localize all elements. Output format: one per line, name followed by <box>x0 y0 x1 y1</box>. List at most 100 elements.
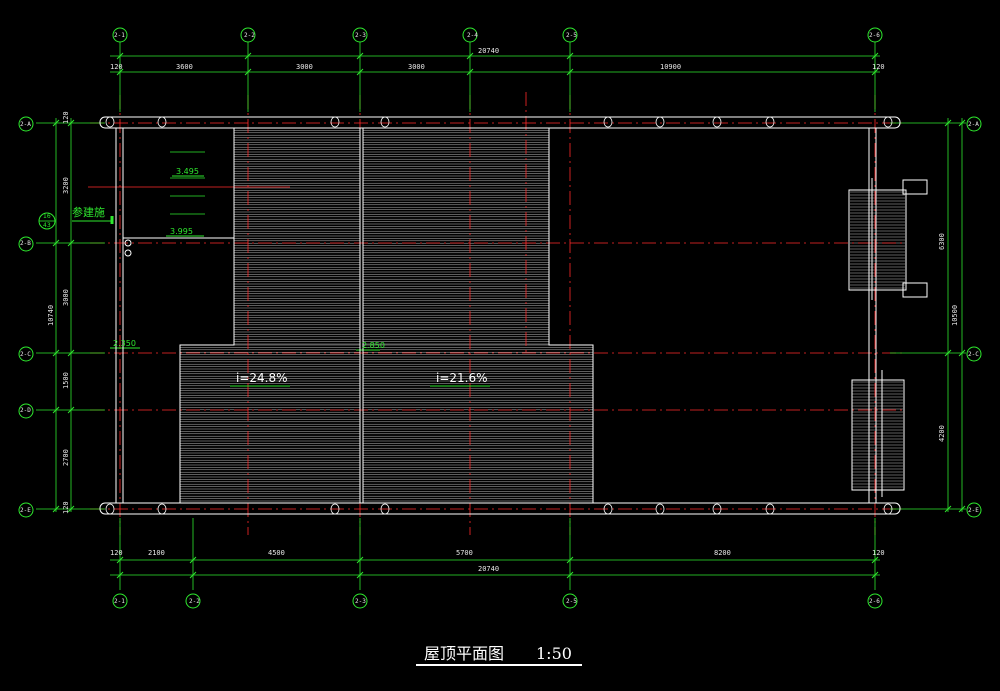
dim-left-seg: 3200 <box>62 177 70 194</box>
eave-joint <box>765 116 775 128</box>
eave-joint <box>603 503 613 515</box>
drain-icon <box>124 239 132 247</box>
grid-bubble <box>562 593 578 609</box>
dim-tick <box>67 505 75 513</box>
dim-top-seg: 3000 <box>296 63 313 71</box>
dim-bottom-seg: 120 <box>872 549 885 557</box>
dim-left-seg: 120 <box>62 501 70 514</box>
grid-label-top: 2-3 <box>355 32 366 39</box>
grid-bubble <box>462 27 478 43</box>
grid-bubble <box>966 116 982 132</box>
grid-bubble <box>352 27 368 43</box>
dim-tick <box>356 52 364 60</box>
dim-tick <box>116 52 124 60</box>
grid-label-top: 2-4 <box>467 32 478 39</box>
dim-left-total: 10740 <box>47 305 55 326</box>
grid-label-bottom: 2-5 <box>566 598 577 605</box>
elevation-label: 2.350 <box>113 339 136 348</box>
eave-joint <box>157 116 167 128</box>
grid-label-top: 2-2 <box>244 32 255 39</box>
dim-bottom-seg: 4500 <box>268 549 285 557</box>
dim-tick <box>356 571 364 579</box>
dim-tick <box>189 556 197 564</box>
dim-right-seg: 6300 <box>938 233 946 250</box>
grid-bubble <box>18 116 34 132</box>
grid-label-top: 2-5 <box>566 32 577 39</box>
unit-frame <box>848 189 907 291</box>
eave-joint <box>712 503 722 515</box>
grid-bubble <box>18 502 34 518</box>
drain-icon <box>124 249 132 257</box>
eave-joint <box>765 503 775 515</box>
drawing-scale: 1:50 <box>536 644 572 663</box>
eave-joint <box>883 116 893 128</box>
eave-joint <box>655 503 665 515</box>
grid-bubble <box>966 346 982 362</box>
reference-number-bottom: 43 <box>43 222 51 229</box>
grid-label-left: 2-C <box>20 351 31 358</box>
dim-left-seg: 1500 <box>62 372 70 389</box>
dim-top-seg: 120 <box>110 63 123 71</box>
dim-tick <box>116 556 124 564</box>
dim-left-seg: 2700 <box>62 449 70 466</box>
dim-tick <box>958 349 966 357</box>
slope-label-left: i=24.8% <box>236 371 288 385</box>
grid-label-left: 2-B <box>20 240 31 247</box>
dim-tick <box>67 119 75 127</box>
dim-top-seg: 3600 <box>176 63 193 71</box>
dim-tick <box>52 239 60 247</box>
dim-right-total: 10500 <box>951 305 959 326</box>
grid-bubble <box>966 502 982 518</box>
grid-label-left: 2-D <box>20 407 31 414</box>
eave-joint <box>105 503 115 515</box>
grid-label-right: 2-E <box>968 507 979 514</box>
dim-bottom-seg: 120 <box>110 549 123 557</box>
dim-tick <box>52 406 60 414</box>
slope-label-right: i=21.6% <box>436 371 488 385</box>
dim-tick <box>189 571 197 579</box>
dim-right-seg: 4200 <box>938 425 946 442</box>
grid-bubble <box>867 27 883 43</box>
dim-bottom-seg: 2100 <box>148 549 165 557</box>
dim-tick <box>244 52 252 60</box>
dim-tick <box>871 68 879 76</box>
grid-bubble <box>112 27 128 43</box>
grid-label-left: 2-E <box>20 507 31 514</box>
grid-bubble <box>112 593 128 609</box>
eave-bottom <box>99 502 901 515</box>
grid-label-right: 2-C <box>968 351 979 358</box>
grid-bubble <box>867 593 883 609</box>
eave-joint <box>157 503 167 515</box>
dim-tick <box>244 68 252 76</box>
dim-top-seg: 3000 <box>408 63 425 71</box>
dim-tick <box>958 505 966 513</box>
dim-top-seg: 120 <box>872 63 885 71</box>
dim-left-seg: 120 <box>62 111 70 124</box>
dim-tick <box>944 505 952 513</box>
eave-joint <box>603 116 613 128</box>
dim-tick <box>356 556 364 564</box>
grid-bubble <box>562 27 578 43</box>
dim-tick <box>52 349 60 357</box>
dim-bottom-seg: 5700 <box>456 549 473 557</box>
drawing-title: 屋顶平面图 <box>424 644 504 663</box>
grid-bubble <box>18 236 34 252</box>
eave-joint <box>380 116 390 128</box>
eave-joint <box>330 116 340 128</box>
roof-outline <box>99 116 928 666</box>
unit-frame <box>851 379 905 491</box>
eave-joint <box>380 503 390 515</box>
grid-label-bottom: 2-1 <box>114 598 125 605</box>
dim-tick <box>566 68 574 76</box>
reference-number-top: 16 <box>43 213 51 220</box>
grid-label-right: 2-A <box>968 121 979 128</box>
roof-hatching <box>180 127 905 502</box>
dim-tick <box>52 119 60 127</box>
eave-joint <box>105 116 115 128</box>
dim-tick <box>116 571 124 579</box>
dim-tick <box>944 349 952 357</box>
dim-bottom-seg: 8200 <box>714 549 731 557</box>
grid-bubbles <box>18 27 982 609</box>
